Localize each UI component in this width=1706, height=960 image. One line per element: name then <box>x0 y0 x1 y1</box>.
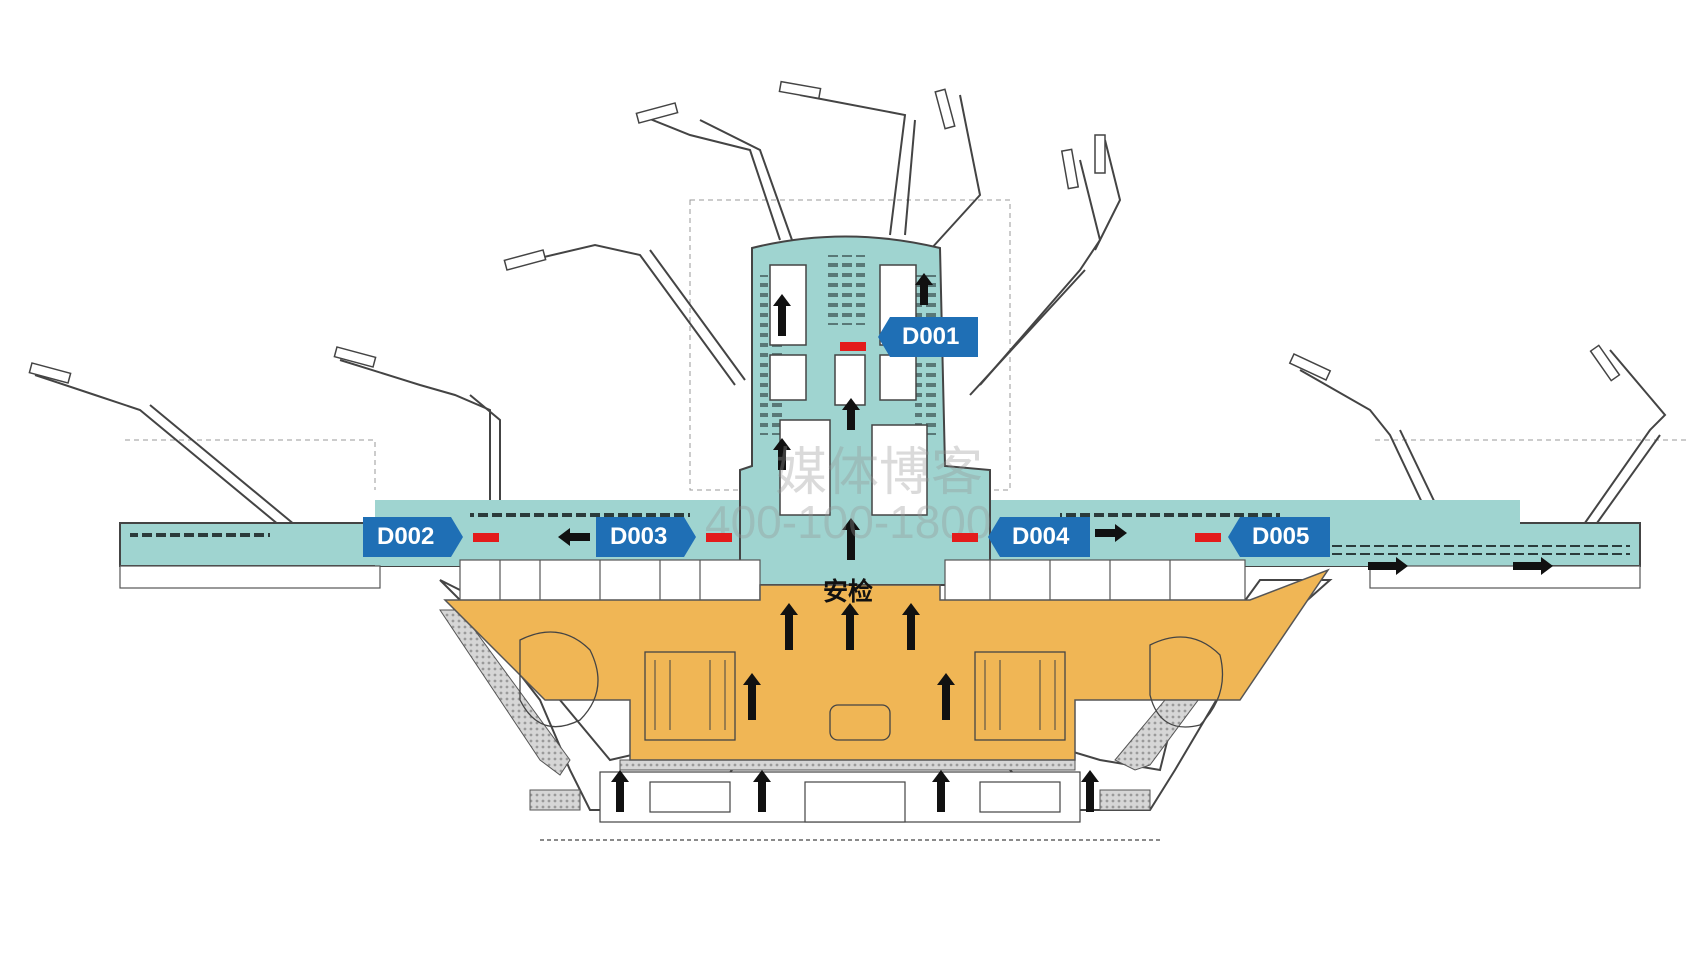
security-check-label: 安检 <box>823 578 874 606</box>
ad-marker-d004[interactable] <box>952 533 978 542</box>
bridge-heads <box>28 80 1621 384</box>
arrow-up <box>915 273 933 305</box>
arrow-up <box>611 770 629 812</box>
arrow-right <box>1095 524 1127 542</box>
arrow-up <box>773 294 791 336</box>
watermark-name: 媒体博客 <box>775 444 984 502</box>
ad-label-d001[interactable]: D001 <box>878 317 978 357</box>
arrow-up <box>1081 770 1099 812</box>
arrow-up <box>773 438 791 470</box>
ad-label-d004[interactable]: D004 <box>988 517 1090 557</box>
ad-marker-d001[interactable] <box>840 342 866 351</box>
ad-label-d002[interactable]: D002 <box>363 517 463 557</box>
arrow-up <box>842 398 860 430</box>
arrow-up <box>842 518 860 560</box>
shop-rooms <box>119 559 1641 611</box>
arrow-up <box>780 603 798 650</box>
arrow-right <box>1368 557 1408 575</box>
arrow-up <box>932 770 950 812</box>
ad-marker-d002[interactable] <box>473 533 499 542</box>
arrow-up <box>937 673 955 720</box>
arrow-up <box>753 770 771 812</box>
arrow-up <box>902 603 920 650</box>
check-in-hall <box>443 568 1330 761</box>
ad-label-d003[interactable]: D003 <box>596 517 696 557</box>
jet-bridges <box>34 94 1667 531</box>
ad-marker-d003[interactable] <box>706 533 732 542</box>
ad-marker-d005[interactable] <box>1195 533 1221 542</box>
arrow-up <box>743 673 761 720</box>
watermark-phone: 400-100-1800 <box>705 496 992 548</box>
arrow-left <box>558 528 590 546</box>
flow-arrows <box>558 273 1553 812</box>
arrow-up <box>841 603 859 650</box>
ad-label-d005[interactable]: D005 <box>1228 517 1330 557</box>
arrow-right <box>1513 557 1553 575</box>
entrance-zones <box>540 771 1160 841</box>
